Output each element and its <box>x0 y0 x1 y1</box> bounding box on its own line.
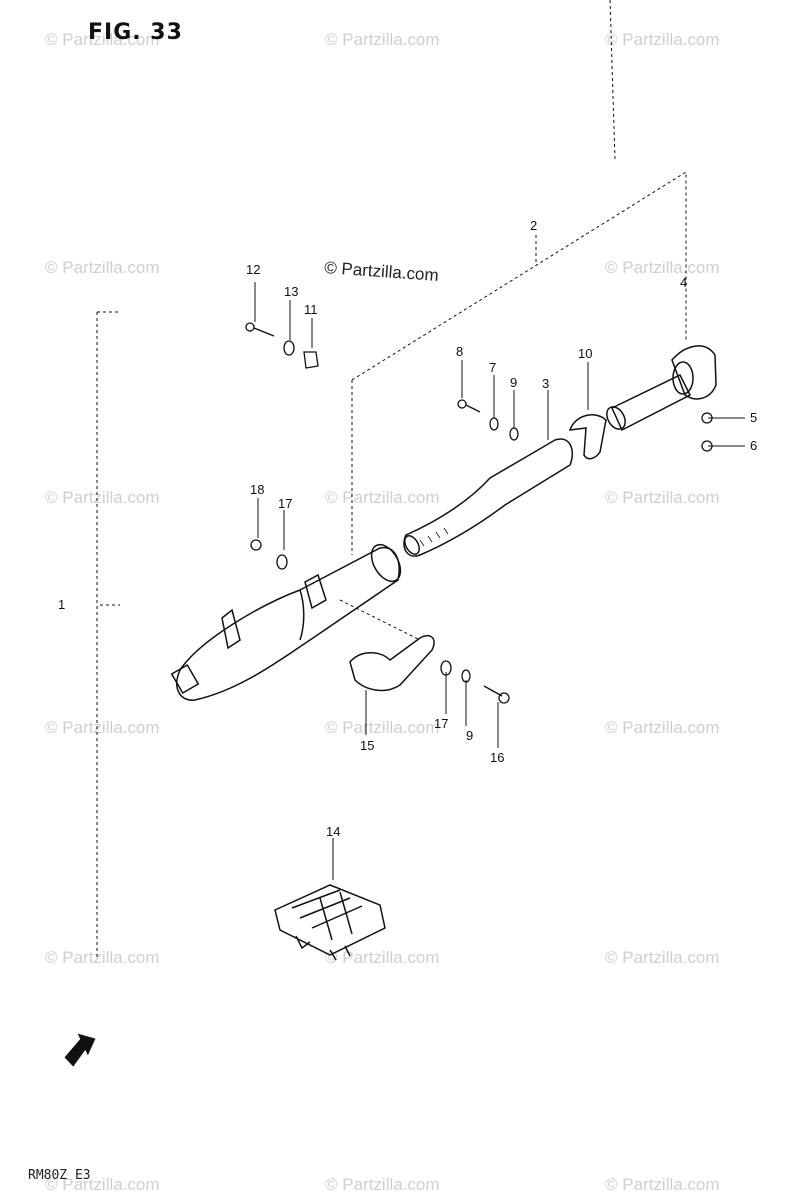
watermark: © Partzilla.com <box>45 488 160 507</box>
callout-16: 16 <box>490 750 505 765</box>
callout-17: 17 <box>278 496 293 511</box>
watermark: © Partzilla.com <box>605 488 720 507</box>
watermark: © Partzilla.com <box>45 258 160 277</box>
front-direction-arrow-icon <box>64 1033 96 1067</box>
watermark: © Partzilla.com <box>605 948 720 967</box>
callout-8: 8 <box>456 344 464 359</box>
watermark: © Partzilla.com <box>325 488 440 507</box>
footer-code: RM80Z E3 <box>28 1168 91 1183</box>
leader-lines <box>96 0 687 960</box>
figure-title: FIG. 33 <box>88 20 183 45</box>
callout-7: 7 <box>489 360 497 375</box>
callout-11: 11 <box>304 302 318 317</box>
callout-12: 12 <box>246 262 261 277</box>
callout-10: 10 <box>578 346 593 361</box>
watermark: © Partzilla.com <box>325 1175 440 1194</box>
clamp <box>568 414 607 460</box>
watermark: © Partzilla.com <box>45 718 160 737</box>
guard-plate <box>274 884 386 961</box>
watermark: © Partzilla.com <box>45 30 160 49</box>
callout-leaders <box>254 282 745 880</box>
callout-5: 5 <box>750 410 758 425</box>
callout-3: 3 <box>542 376 550 391</box>
watermark: © Partzilla.com <box>45 948 160 967</box>
end-pipe <box>606 345 717 432</box>
watermark: © Partzilla.com <box>325 948 440 967</box>
callout-2: 2 <box>530 218 538 233</box>
watermark: © Partzilla.com <box>605 30 720 49</box>
callout-13: 13 <box>284 284 299 299</box>
watermark: © Partzilla.com <box>605 258 720 277</box>
callout-4: 4 <box>680 275 688 290</box>
callout-17: 17 <box>434 716 449 731</box>
callout-15: 15 <box>360 738 375 753</box>
callout-9: 9 <box>466 728 474 743</box>
watermark: © Partzilla.com <box>605 1175 720 1194</box>
muffler-body <box>170 543 402 701</box>
watermark: © Partzilla.com <box>45 1175 160 1194</box>
watermark: © Partzilla.com <box>325 30 440 49</box>
callout-6: 6 <box>750 438 758 453</box>
bracket <box>349 634 435 692</box>
callout-14: 14 <box>326 824 341 839</box>
callout-18: 18 <box>250 482 265 497</box>
callout-1: 1 <box>58 597 66 612</box>
watermark: © Partzilla.com <box>605 718 720 737</box>
silencer-tube <box>403 438 574 557</box>
watermark: © Partzilla.com <box>325 718 440 737</box>
callout-9: 9 <box>510 375 518 390</box>
hardware <box>245 322 713 704</box>
